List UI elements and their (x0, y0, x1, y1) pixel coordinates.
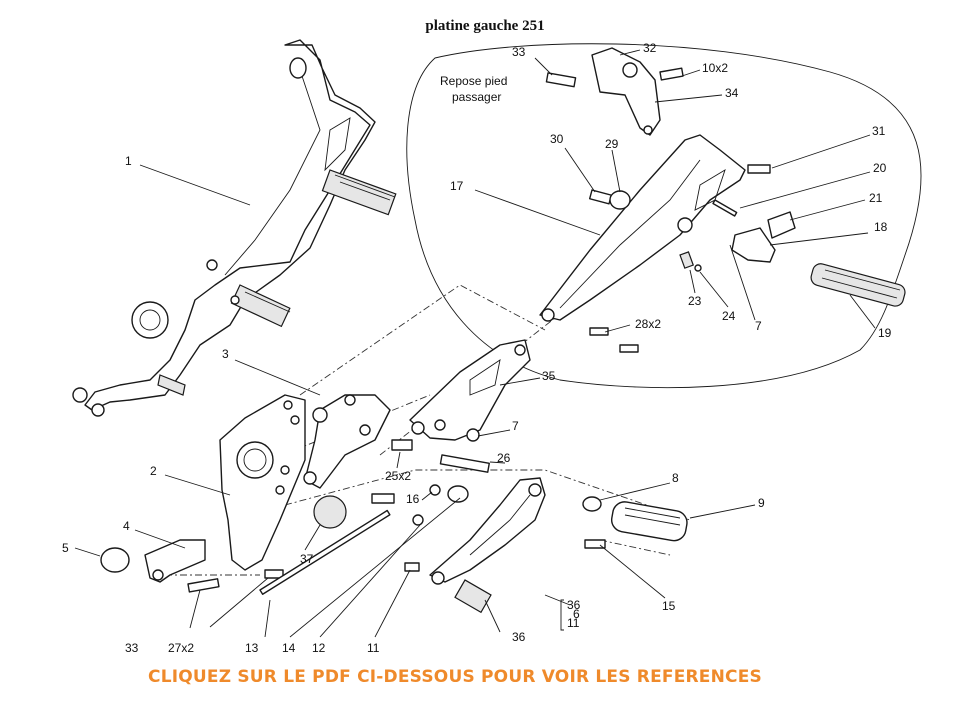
callout-21: 21 (869, 191, 883, 205)
callout-34: 34 (725, 86, 739, 100)
part-13-rod (259, 509, 391, 595)
callout-23: 23 (688, 294, 702, 308)
part-1-rider-footrest-assembly (72, 39, 397, 417)
callout-14: 14 (282, 641, 296, 655)
part-20-pin (712, 199, 738, 217)
callout-10: 10x2 (702, 61, 728, 75)
part-33-bolt (187, 578, 220, 593)
callout-3: 3 (222, 347, 229, 361)
part-10-bolt (659, 67, 684, 81)
part-24-ball (694, 264, 702, 272)
callout-28: 28x2 (635, 317, 661, 331)
pdf-references-call-to-action[interactable]: CLIQUEZ SUR LE PDF CI-DESSOUS POUR VOIR … (148, 667, 762, 687)
callout-13: 13 (245, 641, 259, 655)
callout-33b: 33 (125, 641, 139, 655)
part-21-latch (767, 211, 796, 239)
part-2-rider-plate (219, 394, 306, 571)
part-29-washer (609, 190, 631, 210)
callout-5: 5 (62, 541, 69, 555)
passenger-group-outline (406, 43, 922, 389)
part-8-washer (582, 496, 602, 512)
part-35-plate (409, 339, 531, 441)
part-36-peg (454, 579, 492, 614)
part-27-bolt (264, 569, 284, 579)
assembly-line (599, 539, 671, 556)
part-9-footpeg (610, 501, 688, 542)
assembly-line (299, 284, 546, 396)
part-16-nut (429, 484, 441, 496)
callout-27: 27x2 (168, 641, 194, 655)
callout-19: 19 (878, 326, 892, 340)
part-18-pivot (731, 227, 776, 263)
part-6-lever (429, 477, 546, 585)
callout-16: 16 (406, 492, 420, 506)
callout-9: 9 (758, 496, 765, 510)
part-11-screw (404, 562, 420, 572)
part-37-cap (313, 495, 347, 529)
callout-bracket-top: 36 (567, 598, 581, 612)
callout-7b: 7 (755, 319, 762, 333)
callout-29: 29 (605, 137, 619, 151)
part-23-spring (679, 251, 695, 269)
part-31-bolt (747, 164, 771, 174)
callout-15: 15 (662, 599, 676, 613)
passenger-label-line1: Repose pied (440, 74, 507, 88)
part-14-rod-end (447, 485, 469, 503)
callout-36: 36 (512, 630, 526, 644)
callout-37: 37 (300, 552, 314, 566)
part-30-bolt (588, 189, 613, 205)
callout-8: 8 (672, 471, 679, 485)
callout-17: 17 (450, 179, 464, 193)
leader-lines (74, 49, 876, 638)
assembly-line (294, 394, 431, 451)
callout-1: 1 (125, 154, 132, 168)
callout-6: 6 (573, 607, 580, 621)
callout-7a: 7 (512, 419, 519, 433)
part-3-bracket (303, 394, 391, 489)
callout-26: 26 (497, 451, 511, 465)
callout-35: 35 (542, 369, 556, 383)
callout-20: 20 (873, 161, 887, 175)
part-12-nut (412, 514, 424, 526)
part-15-bolt (584, 539, 606, 549)
part-33-bolt-passenger (545, 72, 577, 88)
callout-bracket-bottom: 11 (567, 616, 580, 630)
callout-12: 12 (312, 641, 326, 655)
diagram-title: platine gauche 251 (425, 18, 545, 34)
passenger-label-line2: passager (452, 90, 501, 104)
part-7-nut (466, 428, 480, 442)
callout-24: 24 (722, 309, 736, 323)
callout-18: 18 (874, 220, 888, 234)
part-32-upper-bracket (591, 47, 661, 136)
part-25-bolt (391, 439, 413, 451)
part-17-passenger-bracket (539, 134, 746, 322)
callout-2: 2 (150, 464, 157, 478)
callout-11: 11 (367, 641, 380, 655)
part-26-pin (439, 454, 490, 473)
part-5-spacer (100, 547, 130, 573)
callout-32: 32 (643, 41, 657, 55)
callout-25: 25x2 (385, 469, 411, 483)
callout-30: 30 (550, 132, 564, 146)
part-19-passenger-footpeg (810, 263, 906, 307)
callout-4: 4 (123, 519, 130, 533)
callout-31: 31 (872, 124, 886, 138)
callout-labels: 1 2 3 4 5 6 7 7 8 9 10x2 11 12 13 14 15 … (62, 41, 892, 655)
callout-33a: 33 (512, 45, 526, 59)
